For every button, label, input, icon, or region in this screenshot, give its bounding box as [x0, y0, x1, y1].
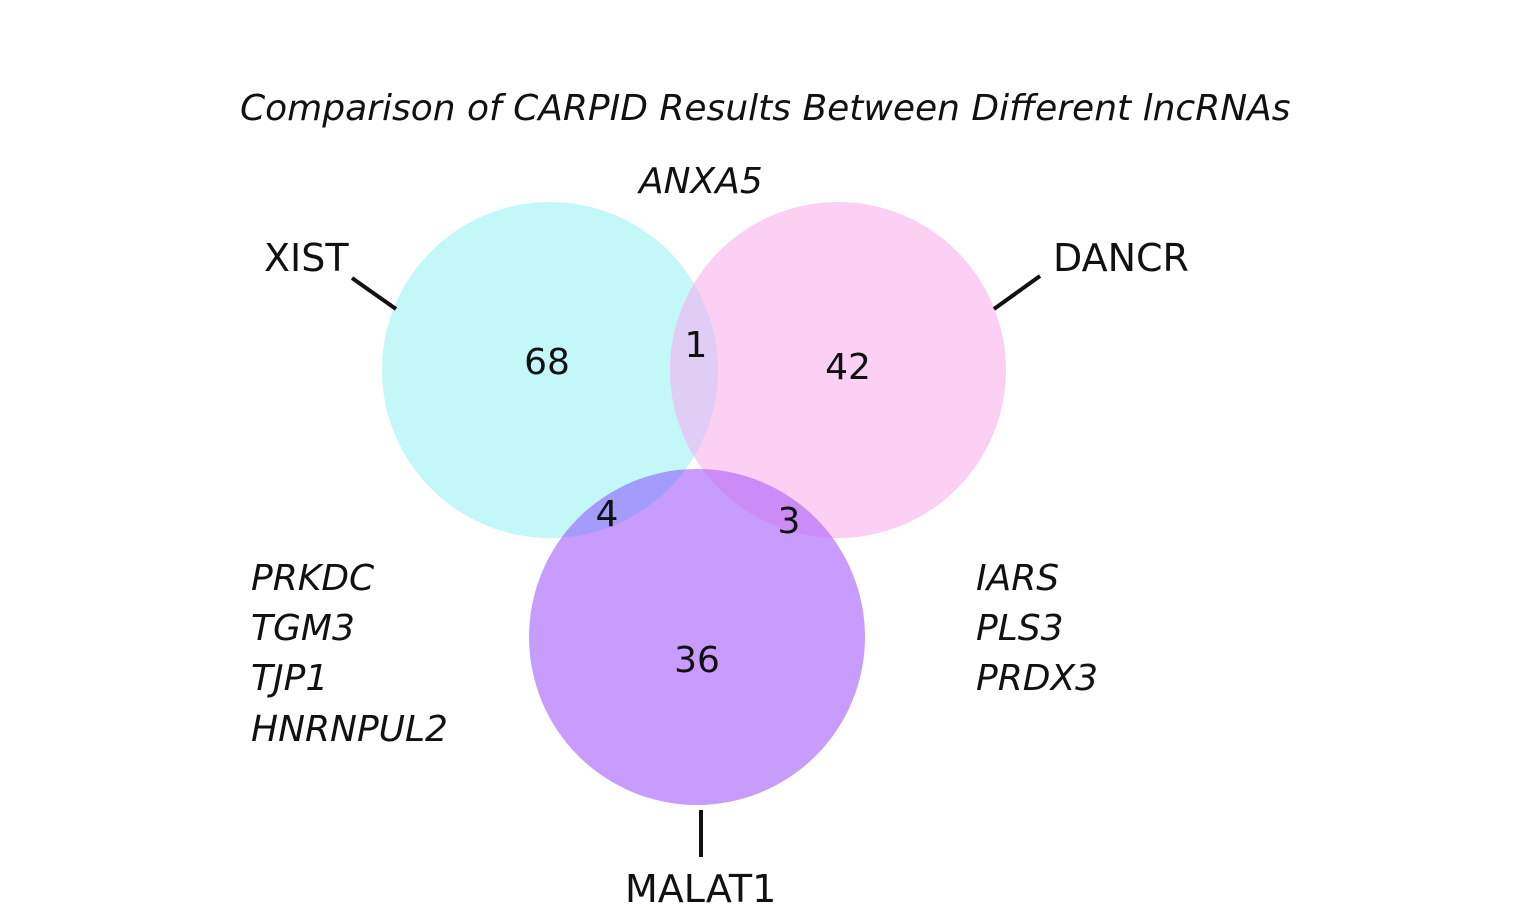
count-dancr-malat1: 3 [778, 501, 801, 542]
gene-xist-malat1: TJP1 [251, 658, 328, 699]
gene-dancr-malat1: PLS3 [976, 608, 1064, 649]
set-label-dancr: DANCR [1053, 236, 1189, 280]
dancr-leader-line [992, 274, 1042, 311]
gene-xist-dancr: ANXA5 [637, 161, 763, 202]
gene-dancr-malat1: PRDX3 [976, 658, 1098, 699]
count-dancr-only: 42 [825, 347, 871, 388]
set-label-xist: XIST [264, 236, 349, 280]
gene-xist-malat1: HNRNPUL2 [251, 709, 448, 750]
xist-circle [382, 202, 718, 538]
count-malat1-only: 36 [674, 640, 720, 681]
xist-leader-line [350, 276, 398, 311]
count-xist-malat1: 4 [596, 494, 619, 535]
set-label-malat1: MALAT1 [625, 867, 776, 911]
dancr-circle [670, 202, 1006, 538]
gene-xist-malat1: TGM3 [251, 608, 355, 649]
gene-xist-malat1: PRKDC [251, 558, 375, 599]
gene-dancr-malat1: IARS [976, 558, 1059, 599]
diagram-title: Comparison of CARPID Results Between Dif… [240, 88, 1291, 129]
malat1-circle [529, 469, 865, 805]
count-xist-dancr: 1 [685, 325, 708, 366]
count-xist-only: 68 [524, 342, 570, 383]
